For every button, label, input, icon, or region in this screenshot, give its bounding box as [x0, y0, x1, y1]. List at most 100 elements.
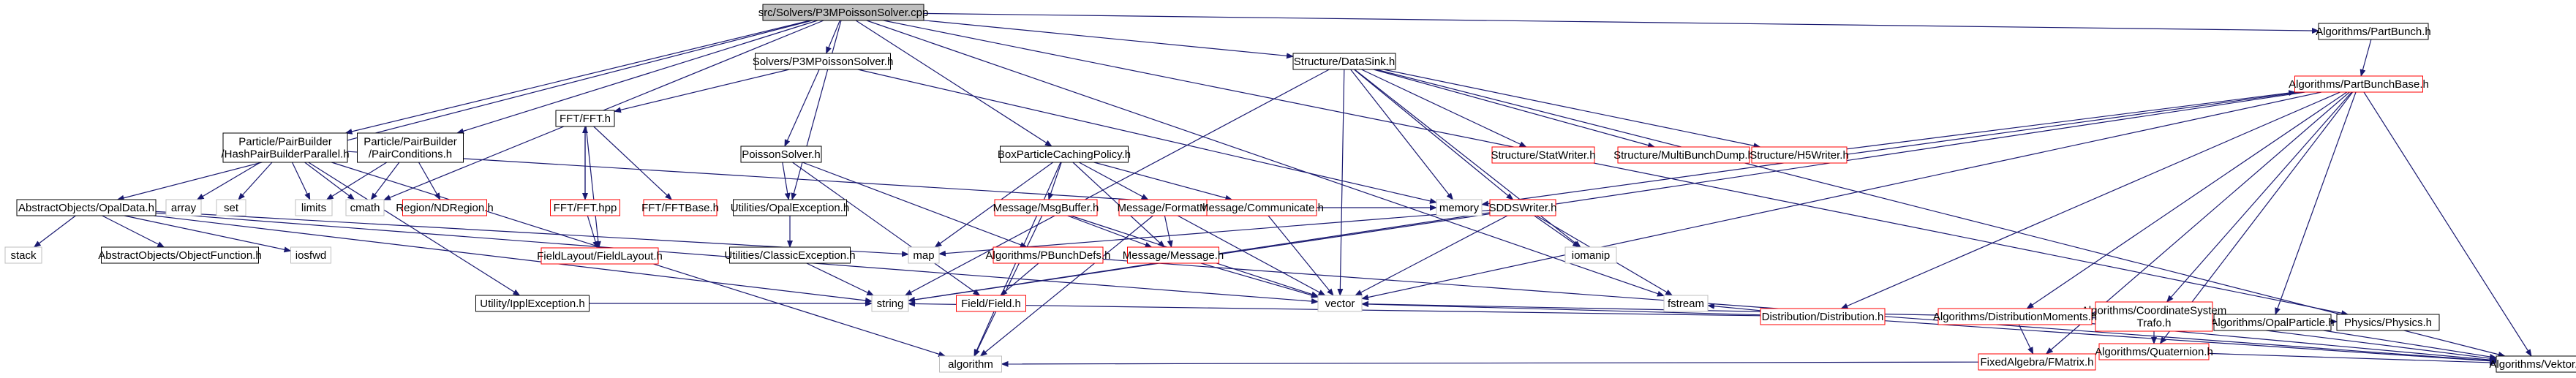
node-objfunc[interactable]: AbstractObjects/ObjectFunction.h [98, 246, 262, 264]
node-msgcomm[interactable]: Message/Communicate.h [1200, 199, 1324, 216]
node-label-fstream: fstream [1668, 298, 1704, 310]
node-box-root [762, 4, 924, 21]
node-iosfwd: iosfwd [290, 246, 331, 264]
edge-ffth-to-fieldlayout [585, 126, 601, 249]
node-label-string: string [877, 298, 904, 310]
node-vektor[interactable]: Algorithms/Vektor.h [2489, 355, 2576, 373]
node-classexc[interactable]: Utilities/ClassicException.h [724, 246, 856, 264]
edge-root-to-physics [883, 20, 2349, 317]
edge-msgmsg-to-vector [1200, 262, 1319, 298]
node-label-mbd: Structure/MultiBunchDump.h [1613, 149, 1754, 162]
edge-dsink-to-h5w [1383, 69, 1761, 149]
edge-root-to-bpcp [855, 20, 1052, 147]
node-h5w[interactable]: Structure/H5Writer.h [1750, 146, 1849, 164]
node-box-mbd [1617, 146, 1750, 164]
node-box-p3mh [755, 53, 891, 70]
node-label-fmatrix: FixedAlgebra/FMatrix.h [1980, 356, 2093, 368]
node-ndregion[interactable]: Region/NDRegion.h [396, 199, 494, 216]
node-string: string [871, 295, 909, 312]
node-box-vector [1317, 295, 1363, 312]
edge-poisson-to-opalexc [782, 162, 791, 200]
edge-distmom-to-fmatrix [2018, 324, 2034, 355]
node-dist[interactable]: Distribution/Distribution.h [1760, 308, 1886, 325]
node-bpcp[interactable]: BoxParticleCachingPolicy.h [998, 145, 1131, 163]
node-msgfmt[interactable]: Message/Format.h [1117, 199, 1209, 216]
node-box-stack [4, 246, 42, 264]
node-fftbase[interactable]: FFT/FFTBase.h [641, 199, 719, 216]
node-physics[interactable]: Physics/Physics.h [2336, 314, 2440, 331]
node-box-array [165, 199, 202, 216]
node-box-poisson [740, 145, 822, 163]
edge-pbdefs-to-field [1000, 262, 1039, 296]
node-ffth[interactable]: FFT/FFT.h [555, 110, 615, 127]
node-label-bpcp: BoxParticleCachingPolicy.h [998, 148, 1131, 161]
node-pbdefs[interactable]: Algorithms/PBunchDefs.h [986, 246, 1111, 264]
edge-opaldata-to-string [154, 215, 873, 303]
node-box-hpb [222, 132, 348, 163]
node-pc[interactable]: Particle/PairBuilder/PairConditions.h [357, 132, 464, 163]
edge-root-to-dsink [923, 20, 1294, 59]
node-label-physics: Physics/Physics.h [2344, 317, 2432, 329]
node-box-ndregion [402, 199, 487, 216]
node-root[interactable]: src/Solvers/P3MPoissonSolver.cpp [758, 4, 929, 21]
node-box-msgbuf [994, 199, 1098, 216]
edge-dsink-to-memory [1350, 69, 1454, 200]
node-box-msgcomm [1206, 199, 1317, 216]
node-fieldlayout[interactable]: FieldLayout/FieldLayout.h [537, 247, 663, 265]
node-statw[interactable]: Structure/StatWriter.h [1491, 146, 1596, 164]
edge-pbunch-to-pbbase [2360, 39, 2372, 77]
node-label-root: src/Solvers/P3MPoissonSolver.cpp [758, 7, 929, 19]
node-box-dist [1760, 308, 1886, 325]
node-label-msgmsg: Message/Message.h [1123, 249, 1224, 262]
node-field[interactable]: Field/Field.h [956, 295, 1026, 312]
node-pbbase[interactable]: Algorithms/PartBunchBase.h [2289, 75, 2429, 93]
node-mbd[interactable]: Structure/MultiBunchDump.h [1613, 146, 1754, 164]
edge-pbbase-to-memory [1481, 91, 2300, 207]
node-opalpart[interactable]: Algorithms/OpalParticle.h [2210, 314, 2335, 331]
node-memory: memory [1436, 199, 1483, 216]
node-box-statw [1491, 146, 1595, 164]
node-label-opalexc: Utilities/OpalException.h [731, 202, 850, 214]
node-sddsw[interactable]: SDDSWriter.h [1488, 199, 1557, 216]
node-hpb[interactable]: Particle/PairBuilder/HashPairBuilderPara… [221, 132, 350, 163]
node-box-sddsw [1489, 199, 1556, 216]
node-box-map [908, 246, 940, 264]
node-opalexc[interactable]: Utilities/OpalException.h [731, 199, 850, 216]
node-label-array: array [171, 202, 197, 214]
node-poisson[interactable]: PoissonSolver.h [740, 145, 822, 163]
edge-h5w-to-pbbase [1846, 90, 2297, 150]
node-ipplexc[interactable]: Utility/IpplException.h [475, 295, 590, 312]
node-iomanip: iomanip [1564, 246, 1617, 264]
node-box-coordsys [2095, 301, 2213, 332]
node-box-fftbase [643, 199, 718, 216]
node-fmatrix[interactable]: FixedAlgebra/FMatrix.h [1978, 353, 2096, 371]
node-box-h5w [1751, 146, 1848, 164]
node-box-memory [1436, 199, 1483, 216]
edge-poisson-to-field [792, 162, 981, 296]
node-box-string [871, 295, 909, 312]
node-label-classexc: Utilities/ClassicException.h [724, 249, 855, 262]
node-ffthpp[interactable]: FFT/FFT.hpp [550, 199, 620, 216]
node-opaldata[interactable]: AbstractObjects/OpalData.h [16, 199, 157, 216]
node-label-poisson: PoissonSolver.h [742, 148, 821, 161]
node-p3mh[interactable]: Solvers/P3MPoissonSolver.h [753, 53, 894, 70]
node-box-fieldlayout [541, 247, 659, 265]
node-label-statw: Structure/StatWriter.h [1491, 149, 1595, 162]
node-dsink[interactable]: Structure/DataSink.h [1292, 53, 1396, 70]
node-limits: limits [295, 199, 333, 216]
node-quat[interactable]: Algorithms/Quaternion.h [2095, 343, 2213, 360]
node-label-limits: limits [301, 202, 326, 214]
node-box-opalexc [733, 199, 847, 216]
node-label-ndregion: Region/NDRegion.h [396, 202, 493, 214]
node-label-objfunc: AbstractObjects/ObjectFunction.h [98, 249, 261, 262]
node-distmom[interactable]: Algorithms/DistributionMoments.h [1933, 308, 2097, 325]
node-label-set: set [224, 202, 239, 214]
edge-p3mh-to-ffth [614, 69, 790, 113]
edge-pc-to-limits [325, 162, 388, 200]
node-msgmsg[interactable]: Message/Message.h [1123, 246, 1224, 264]
node-pbunch[interactable]: Algorithms/PartBunch.h [2316, 23, 2431, 40]
edge-msgfmt-to-vector [1178, 215, 1326, 296]
node-msgbuf[interactable]: Message/MsgBuffer.h [993, 199, 1099, 216]
edge-dsink-to-iomanip [1354, 69, 1581, 248]
